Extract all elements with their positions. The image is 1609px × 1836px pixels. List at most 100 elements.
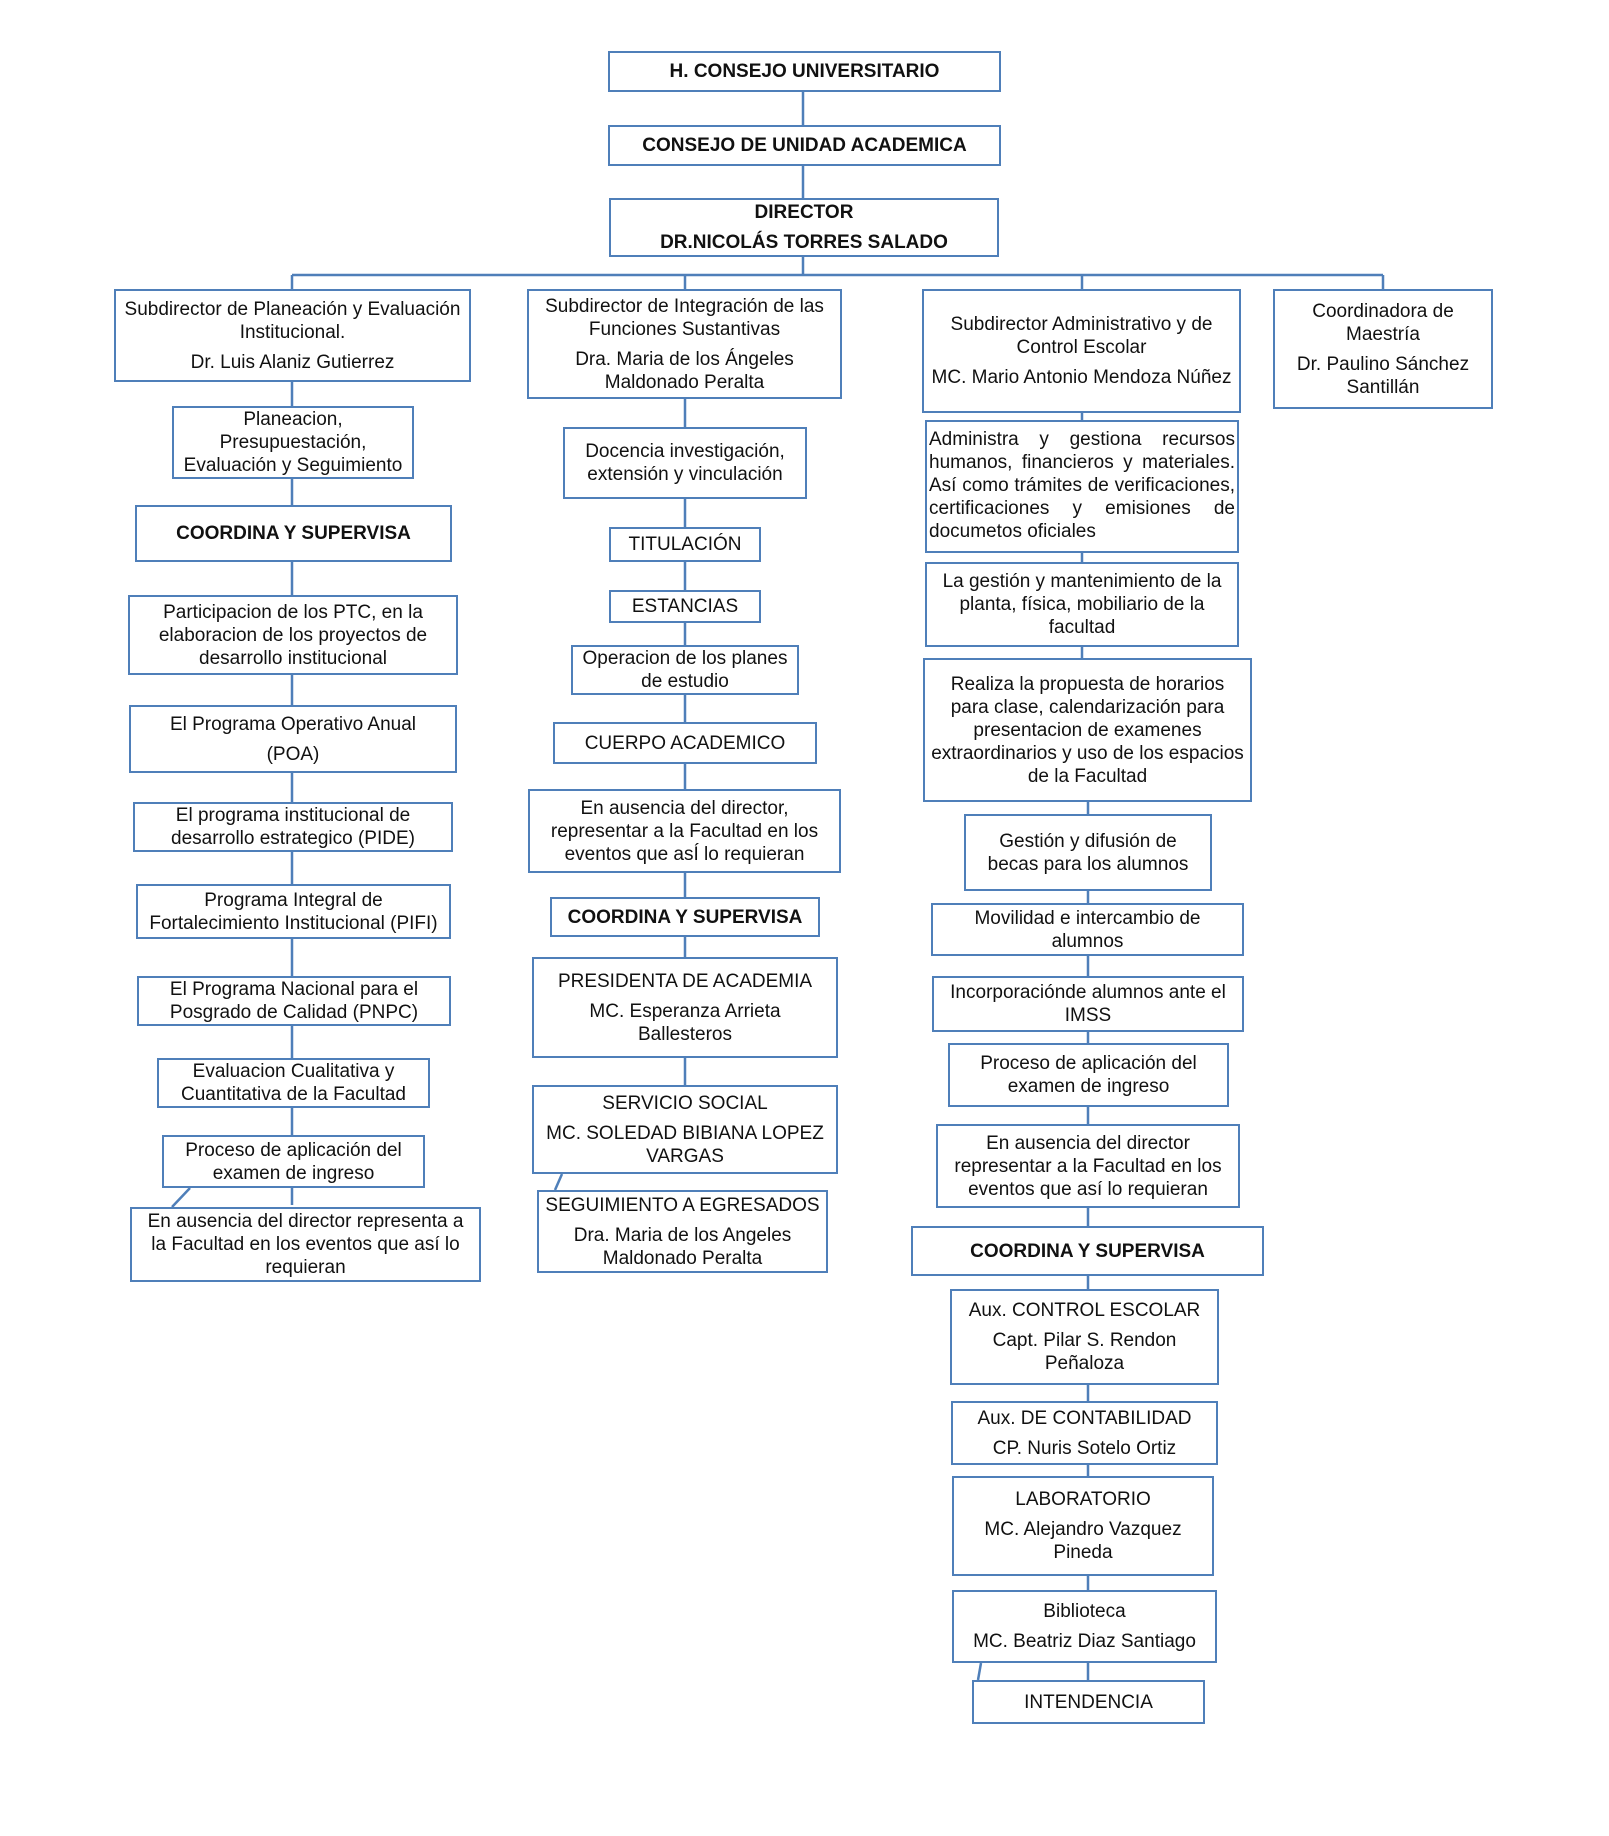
director-name: DR.NICOLÁS TORRES SALADO: [660, 232, 948, 253]
staff-title: Aux. DE CONTABILIDAD: [977, 1407, 1192, 1429]
col1-node-label: El programa institucional de desarrollo …: [171, 805, 415, 849]
col2-node-label: CUERPO ACADEMICO: [584, 732, 786, 754]
col1-node-label: El Programa Nacional para el Posgrado de…: [169, 979, 419, 1023]
subdirector-administrativo-title: Subdirector Administrativo y de Control …: [950, 314, 1213, 358]
staff-box: Aux. DE CONTABILIDAD CP. Nuris Sotelo Or…: [951, 1401, 1218, 1465]
col3-node-label: Gestión y difusión de becas para los alu…: [987, 830, 1189, 875]
director-box: DIRECTOR DR.NICOLÁS TORRES SALADO: [609, 198, 999, 257]
staff-name: MC. Beatriz Diaz Santiago: [973, 1631, 1196, 1652]
col2-node-label: TITULACIÓN: [628, 534, 742, 555]
col1-node: Participacion de los PTC, en la elaborac…: [128, 595, 458, 675]
staff-box: Biblioteca MC. Beatriz Diaz Santiago: [952, 1590, 1217, 1663]
col1-node: En ausencia del director representa a la…: [130, 1207, 481, 1282]
col3-admin-box: Administra y gestiona recursos humanos, …: [925, 420, 1239, 553]
col3-node-label: En ausencia del director representar a l…: [954, 1132, 1222, 1200]
col2-node: Docencia investigación, extensión y vinc…: [563, 427, 807, 499]
intendencia-label: INTENDENCIA: [1024, 1691, 1153, 1713]
col1-node: Proceso de aplicación del examen de ingr…: [162, 1135, 425, 1188]
col3-admin-line: humanos, financieros y materiales.: [929, 452, 1235, 473]
col3-admin-line: Así como trámites de verificaciones,: [929, 475, 1235, 496]
director-title: DIRECTOR: [754, 202, 854, 223]
col2-node: CUERPO ACADEMICO: [553, 722, 817, 764]
col1-coordina-supervisa: COORDINA Y SUPERVISA: [135, 505, 452, 562]
col1-node-label: (POA): [266, 743, 320, 765]
col3-node: La gestión y mantenimiento de la planta,…: [925, 562, 1239, 647]
staff-name: MC. Alejandro Vazquez Pineda: [984, 1519, 1182, 1563]
staff-title: Aux. CONTROL ESCOLAR: [968, 1300, 1201, 1321]
col3-node-label: Incorporaciónde alumnos ante el IMSS: [950, 982, 1226, 1026]
subdirector-integracion-name: Dra. Maria de los Ángeles Maldonado Pera…: [575, 348, 794, 393]
col2-node: PRESIDENTA DE ACADEMIA MC. Esperanza Arr…: [532, 957, 838, 1058]
col3-node-label: La gestión y mantenimiento de la planta,…: [942, 571, 1222, 638]
col1-node-label: Proceso de aplicación del examen de ingr…: [185, 1139, 402, 1184]
col1-node-label: Programa Integral de Fortalecimiento Ins…: [149, 889, 438, 934]
staff-box: Aux. CONTROL ESCOLAR Capt. Pilar S. Rend…: [950, 1289, 1219, 1385]
subdirector-integracion-box: Subdirector de Integración de las Funcio…: [527, 289, 842, 399]
col1-node: Evaluacion Cualitativa y Cuantitativa de…: [157, 1058, 430, 1108]
subdirector-planeacion-name: Dr. Luis Alaniz Gutierrez: [190, 351, 395, 373]
col2-node-label: SERVICIO SOCIAL: [602, 1092, 768, 1114]
col3-node-label: Movilidad e intercambio de alumnos: [974, 907, 1201, 952]
subdirector-integracion-title: Subdirector de Integración de las Funcio…: [545, 295, 824, 340]
subdirector-administrativo-box: Subdirector Administrativo y de Control …: [922, 289, 1241, 413]
col2-node-label: ESTANCIAS: [631, 596, 739, 617]
connector-line: [171, 1187, 191, 1208]
col1-node-label: El Programa Operativo Anual: [169, 713, 417, 735]
col3-node: Movilidad e intercambio de alumnos: [931, 903, 1244, 956]
col1-node: El programa institucional de desarrollo …: [133, 802, 453, 852]
col3-node: Incorporaciónde alumnos ante el IMSS: [932, 976, 1244, 1032]
coordina-supervisa-label: COORDINA Y SUPERVISA: [970, 1240, 1205, 1262]
col2-node-label: Docencia investigación, extensión y vinc…: [585, 441, 785, 485]
intendencia-box: INTENDENCIA: [972, 1680, 1205, 1724]
staff-title: LABORATORIO: [1015, 1489, 1151, 1510]
col3-admin-line: certificaciones y emisiones de: [929, 498, 1235, 519]
staff-box: LABORATORIO MC. Alejandro Vazquez Pineda: [952, 1476, 1214, 1576]
col2-node: TITULACIÓN: [609, 527, 761, 562]
col1-node-label: En ausencia del director representa a la…: [147, 1211, 464, 1278]
coordinadora-maestria-title: Coordinadora de Maestría: [1312, 300, 1454, 345]
consejo-unidad-box: CONSEJO DE UNIDAD ACADEMICA: [608, 125, 1001, 166]
col1-node: El Programa Operativo Anual (POA): [129, 705, 457, 773]
staff-name: Capt. Pilar S. Rendon Peñaloza: [992, 1330, 1177, 1374]
col3-node: Proceso de aplicación del examen de ingr…: [948, 1043, 1229, 1107]
consejo-universitario-label: H. CONSEJO UNIVERSITARIO: [669, 61, 940, 82]
consejo-universitario-box: H. CONSEJO UNIVERSITARIO: [608, 51, 1001, 92]
col2-coordina-supervisa: COORDINA Y SUPERVISA: [550, 897, 820, 937]
coordinadora-maestria-box: Coordinadora de Maestría Dr. Paulino Sán…: [1273, 289, 1493, 409]
col2-node-label: Dra. Maria de los Angeles Maldonado Pera…: [573, 1224, 792, 1269]
col1-node: Planeacion, Presupuestación, Evaluación …: [172, 406, 414, 479]
col3-node-label: Proceso de aplicación del examen de ingr…: [980, 1053, 1197, 1097]
col1-node-label: Participacion de los PTC, en la elaborac…: [158, 601, 428, 669]
connector-line: [553, 1173, 564, 1191]
col3-coordina-supervisa: COORDINA Y SUPERVISA: [911, 1226, 1264, 1276]
col2-node: SEGUIMIENTO A EGRESADOS Dra. Maria de lo…: [537, 1190, 828, 1273]
coordina-supervisa-label: COORDINA Y SUPERVISA: [567, 906, 803, 928]
col2-node-label: MC. Esperanza Arrieta Ballesteros: [589, 1000, 781, 1045]
col2-node-label: MC. SOLEDAD BIBIANA LOPEZ VARGAS: [546, 1122, 824, 1167]
col3-admin-line: documetos oficiales: [929, 521, 1096, 542]
coordina-supervisa-label: COORDINA Y SUPERVISA: [176, 523, 411, 544]
col3-node-label: Realiza la propuesta de horarios para cl…: [931, 673, 1244, 787]
col1-node: Programa Integral de Fortalecimiento Ins…: [136, 884, 451, 939]
subdirector-administrativo-name: MC. Mario Antonio Mendoza Núñez: [931, 367, 1232, 388]
col3-admin-line: Administra y gestiona recursos: [929, 429, 1235, 450]
col3-node: En ausencia del director representar a l…: [936, 1124, 1240, 1208]
col2-node: ESTANCIAS: [609, 590, 761, 623]
col2-node-label: PRESIDENTA DE ACADEMIA: [557, 970, 813, 992]
col2-node-label: En ausencia del director, representar a …: [550, 797, 819, 865]
col2-node: En ausencia del director, representar a …: [528, 789, 841, 873]
col3-node: Realiza la propuesta de horarios para cl…: [923, 658, 1252, 802]
col2-node: Operacion de los planes de estudio: [571, 645, 799, 695]
coordinadora-maestria-name: Dr. Paulino Sánchez Santillán: [1296, 353, 1470, 398]
col2-node: SERVICIO SOCIAL MC. SOLEDAD BIBIANA LOPE…: [532, 1085, 838, 1174]
col1-node-label: Evaluacion Cualitativa y Cuantitativa de…: [181, 1061, 406, 1105]
consejo-unidad-label: CONSEJO DE UNIDAD ACADEMICA: [642, 135, 967, 156]
col2-node-label: SEGUIMIENTO A EGRESADOS: [545, 1194, 820, 1216]
connector-line: [976, 1662, 983, 1681]
col3-node: Gestión y difusión de becas para los alu…: [964, 814, 1212, 891]
col1-node-label: Planeacion, Presupuestación, Evaluación …: [183, 409, 403, 476]
staff-name: CP. Nuris Sotelo Ortiz: [992, 1437, 1177, 1459]
col2-node-label: Operacion de los planes de estudio: [582, 648, 788, 692]
subdirector-planeacion-box: Subdirector de Planeación y Evaluación I…: [114, 289, 471, 382]
